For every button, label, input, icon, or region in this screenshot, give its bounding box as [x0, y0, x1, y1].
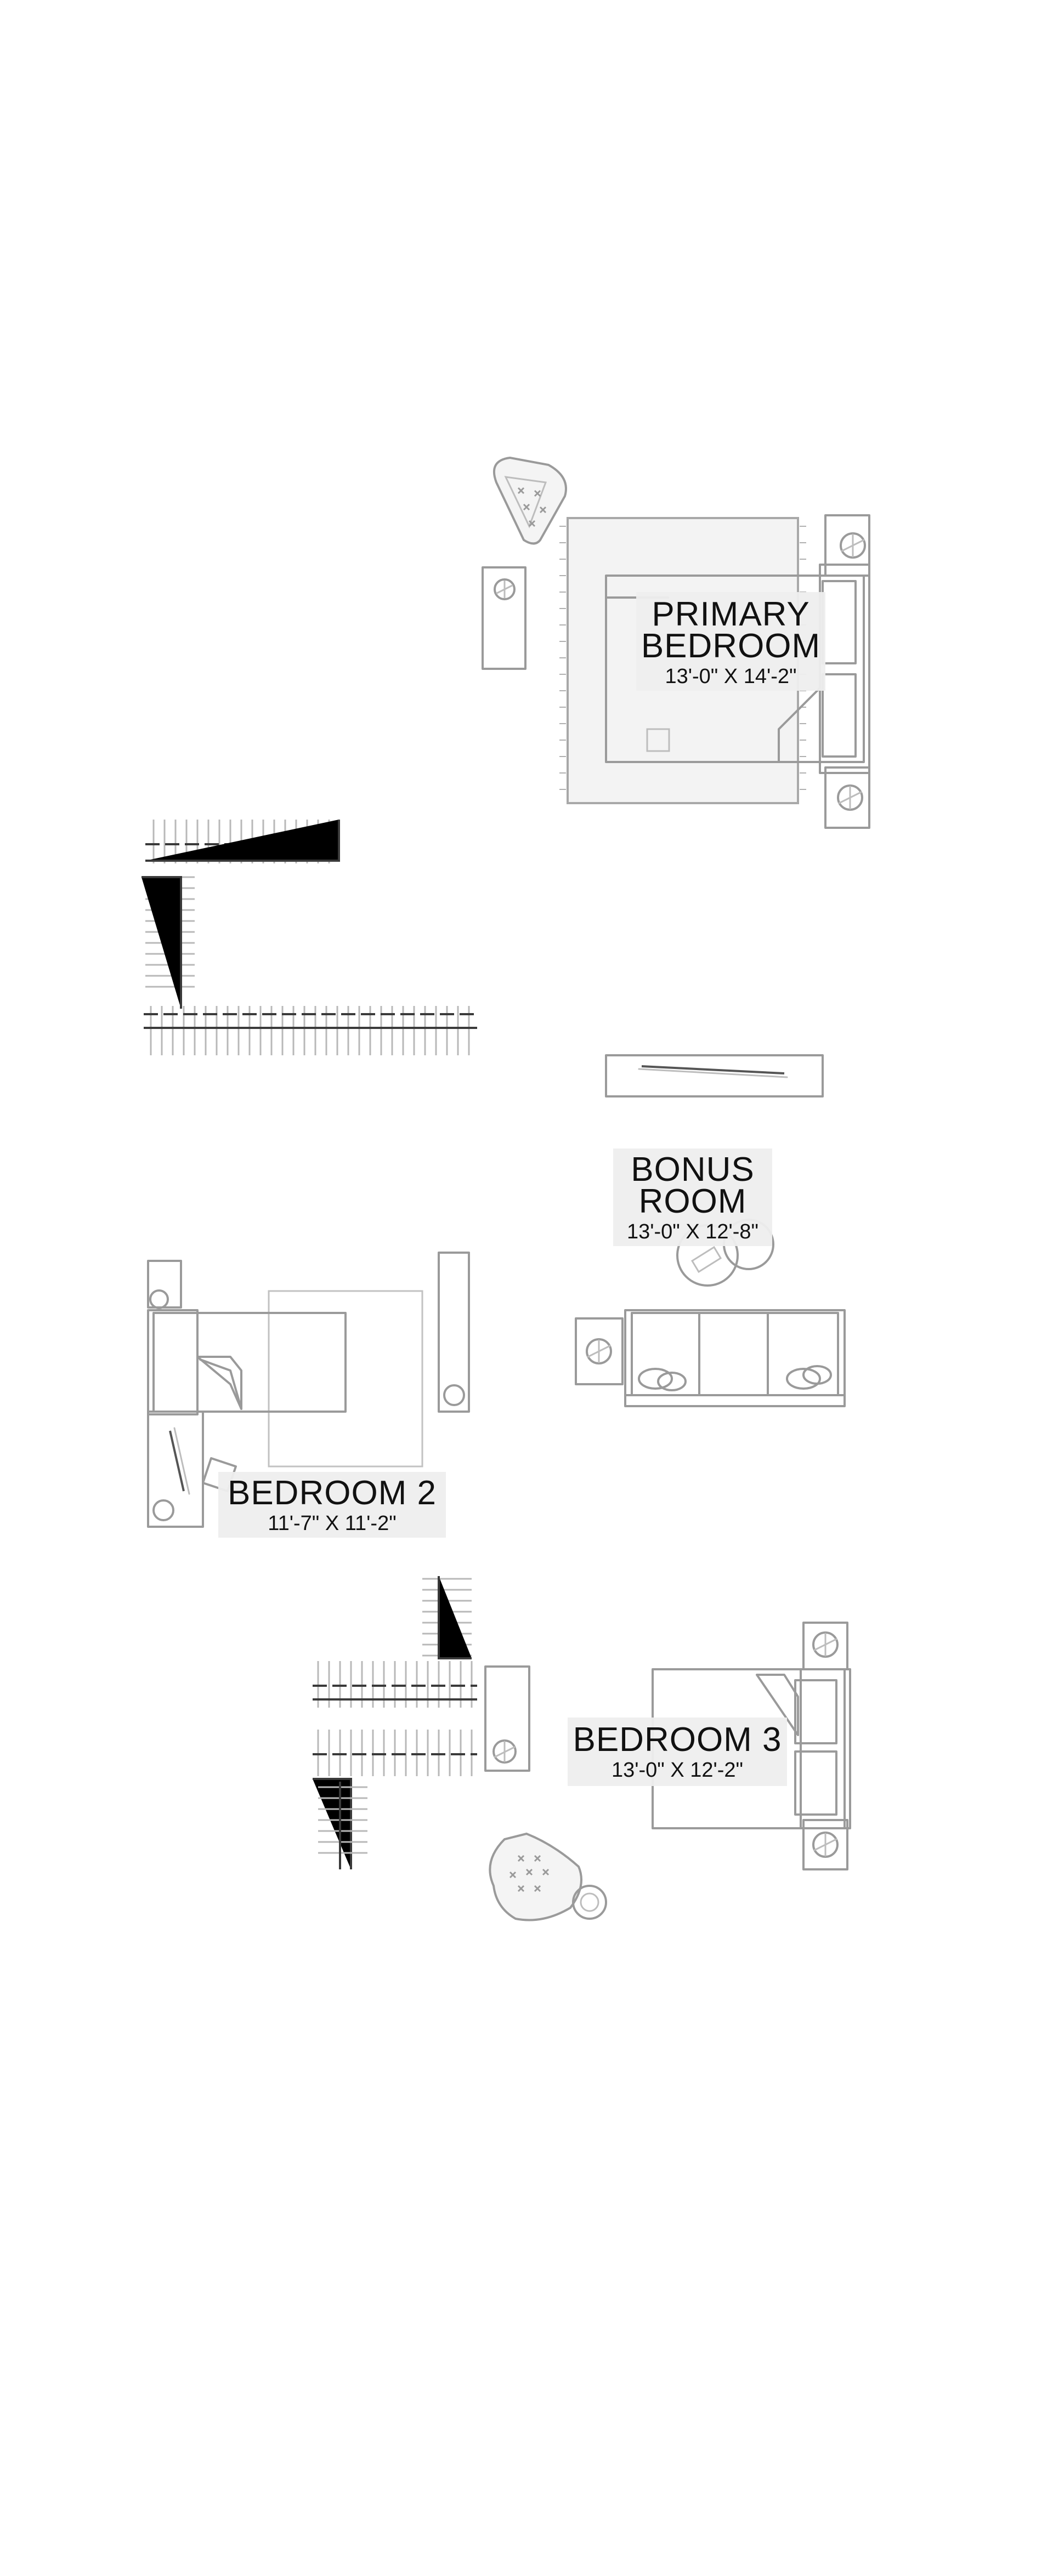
- nightstand-icon: [438, 1252, 470, 1413]
- room-dimensions: 13'-0" X 14'-2": [665, 665, 797, 688]
- nightstand-icon: [802, 1819, 848, 1870]
- room-dimensions: 13'-0" X 12'-2": [611, 1759, 744, 1782]
- rug-icon: [268, 1290, 423, 1468]
- room-name: BEDROOM 2: [227, 1474, 437, 1512]
- bedroom-3-furniture: [484, 1622, 851, 1921]
- armchair-icon: [489, 1832, 582, 1921]
- nightstand-icon: [147, 1260, 182, 1309]
- console-table-icon: [605, 1054, 824, 1097]
- room-label-bonus-room: BONUS ROOM 13'-0" X 12'-8": [613, 1148, 772, 1246]
- room-name: BEDROOM 3: [573, 1721, 782, 1759]
- room-label-bedroom-3: BEDROOM 3 13'-0" X 12'-2": [568, 1718, 787, 1786]
- room-dimensions: 11'-7" X 11'-2": [268, 1512, 397, 1535]
- closet-hanging-rod-icon: [313, 1576, 477, 1869]
- nightstand-icon: [824, 514, 870, 577]
- room-dimensions: 13'-0" X 12'-8": [626, 1220, 759, 1243]
- bed-icon: [147, 1309, 347, 1415]
- desk-icon: [147, 1411, 204, 1528]
- side-table-icon: [572, 1885, 607, 1920]
- bed-icon: [605, 564, 870, 774]
- nightstand-icon: [824, 766, 870, 829]
- nightstand-icon: [802, 1622, 848, 1670]
- nightstand-icon: [575, 1317, 624, 1385]
- console-table-icon: [482, 566, 526, 670]
- closet-hanging-rod-icon: [141, 820, 477, 1055]
- bonus-room-furniture: [575, 1054, 846, 1407]
- room-name: PRIMARY BEDROOM: [641, 595, 821, 665]
- bedroom-2-furniture: [147, 1252, 470, 1528]
- room-label-primary-bedroom: PRIMARY BEDROOM 13'-0" X 14'-2": [636, 592, 825, 691]
- room-name: BONUS ROOM: [631, 1151, 755, 1220]
- nightstand-icon: [484, 1665, 530, 1772]
- room-label-bedroom-2: BEDROOM 2 11'-7" X 11'-2": [218, 1472, 446, 1538]
- armchair-icon: [493, 456, 567, 545]
- sofa-icon: [624, 1309, 846, 1407]
